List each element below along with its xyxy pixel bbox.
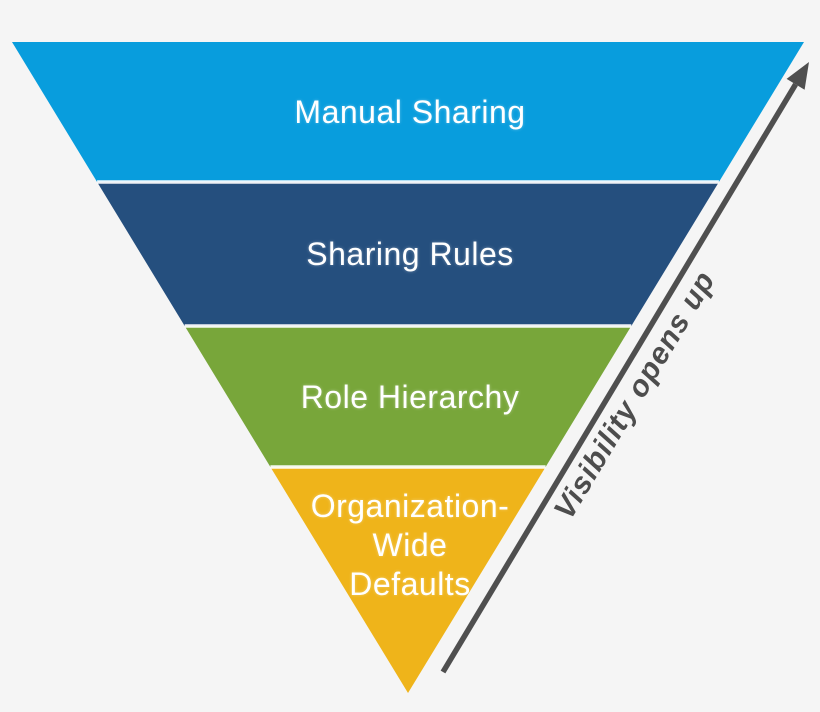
layer-shape-manual-sharing — [12, 42, 804, 182]
layer-shape-sharing-rules — [97, 182, 719, 326]
visibility-arrow-head-icon — [786, 62, 809, 90]
layer-shape-org-wide-defaults — [270, 467, 546, 693]
layer-shape-role-hierarchy — [184, 326, 632, 467]
visibility-arrow-shaft — [440, 82, 798, 674]
